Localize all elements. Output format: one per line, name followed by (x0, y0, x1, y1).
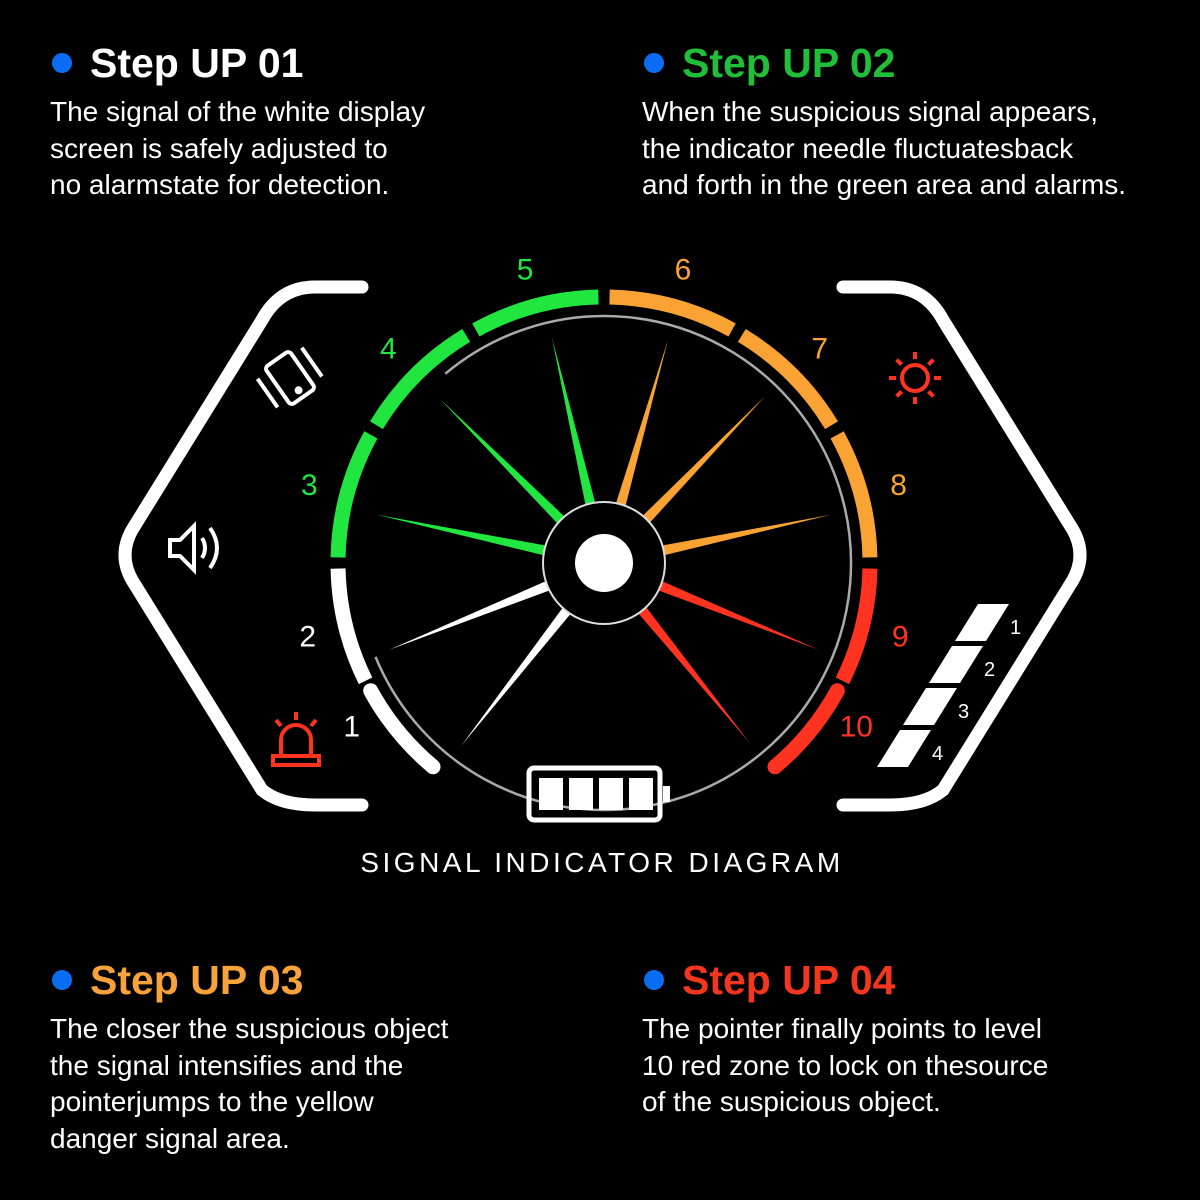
step-body: When the suspicious signal appears, the … (642, 96, 1127, 200)
bullet-icon (644, 970, 664, 990)
sun-ray (895, 358, 903, 366)
step-01: Step UP 01 The signal of the white displa… (50, 38, 590, 204)
signal-bar-label: 4 (932, 743, 943, 765)
level-4-segment (370, 329, 471, 430)
bullet-icon (52, 970, 72, 990)
needle-level-8 (659, 514, 831, 556)
brightness-icon (889, 352, 941, 404)
signal-bar-2 (929, 646, 983, 683)
needle-level-2 (388, 579, 553, 650)
signal-bar-3 (903, 688, 957, 725)
step-title: Step UP 03 (90, 956, 304, 1003)
level-label: 5 (517, 253, 534, 286)
level-1-segment (363, 683, 441, 775)
level-label: 3 (301, 469, 318, 502)
step-04: Step UP 04 The pointer finally points to … (642, 955, 1182, 1121)
speaker-icon (168, 521, 219, 575)
level-label: 10 (840, 710, 873, 743)
signal-bar-4 (877, 730, 931, 767)
sun-ray (895, 390, 903, 398)
signal-bar-1 (955, 604, 1009, 641)
vibrate-icon (255, 346, 324, 409)
level-label: 1 (343, 710, 360, 743)
step-title: Step UP 02 (682, 39, 896, 86)
battery-icon (526, 765, 670, 823)
step-title: Step UP 01 (90, 39, 304, 86)
level-label: 2 (299, 620, 316, 653)
level-2-segment (330, 568, 373, 685)
level-label: 4 (380, 332, 397, 365)
level-label: 8 (890, 469, 907, 502)
needle-level-6 (615, 339, 668, 509)
step-02: Step UP 02 When the suspicious signal app… (642, 38, 1182, 204)
sun-ray (927, 358, 935, 366)
inner-ring (355, 314, 853, 812)
frame-right (836, 280, 1087, 812)
diagram-caption: SIGNAL INDICATOR DIAGRAM (360, 847, 843, 878)
step-title: Step UP 04 (682, 956, 896, 1003)
needle-level-9 (655, 579, 820, 650)
frame-left (118, 280, 369, 812)
step-03: Step UP 03 The closer the suspicious obje… (50, 955, 590, 1157)
signal-bar-label: 2 (984, 659, 995, 681)
needle-level-7 (640, 396, 766, 525)
hub-dot (575, 534, 633, 592)
signal-bar-label: 1 (1010, 617, 1021, 639)
level-10-segment (767, 683, 845, 775)
step-body: The pointer finally points to level 10 r… (642, 1013, 1049, 1117)
needle-level-3 (377, 514, 549, 556)
signal-bar-label: 3 (958, 701, 969, 723)
needle-level-1 (461, 605, 573, 746)
level-label: 9 (892, 620, 909, 653)
step-body: The signal of the white display screen i… (50, 96, 426, 200)
needle-level-5 (551, 336, 596, 508)
level-3-segment (330, 431, 378, 558)
level-label: 7 (811, 332, 828, 365)
needle-level-10 (636, 604, 751, 744)
level-7-segment (737, 329, 838, 430)
bullet-icon (52, 53, 72, 73)
bullet-icon (644, 53, 664, 73)
alarm-light-icon (271, 712, 321, 767)
sun-ray (927, 390, 935, 398)
level-9-segment (835, 568, 878, 685)
level-8-segment (830, 431, 878, 558)
step-body: The closer the suspicious object the sig… (50, 1013, 449, 1154)
level-label: 6 (675, 253, 692, 286)
needle-level-4 (439, 398, 567, 526)
level-6-segment (609, 289, 736, 337)
level-5-segment (472, 289, 599, 337)
